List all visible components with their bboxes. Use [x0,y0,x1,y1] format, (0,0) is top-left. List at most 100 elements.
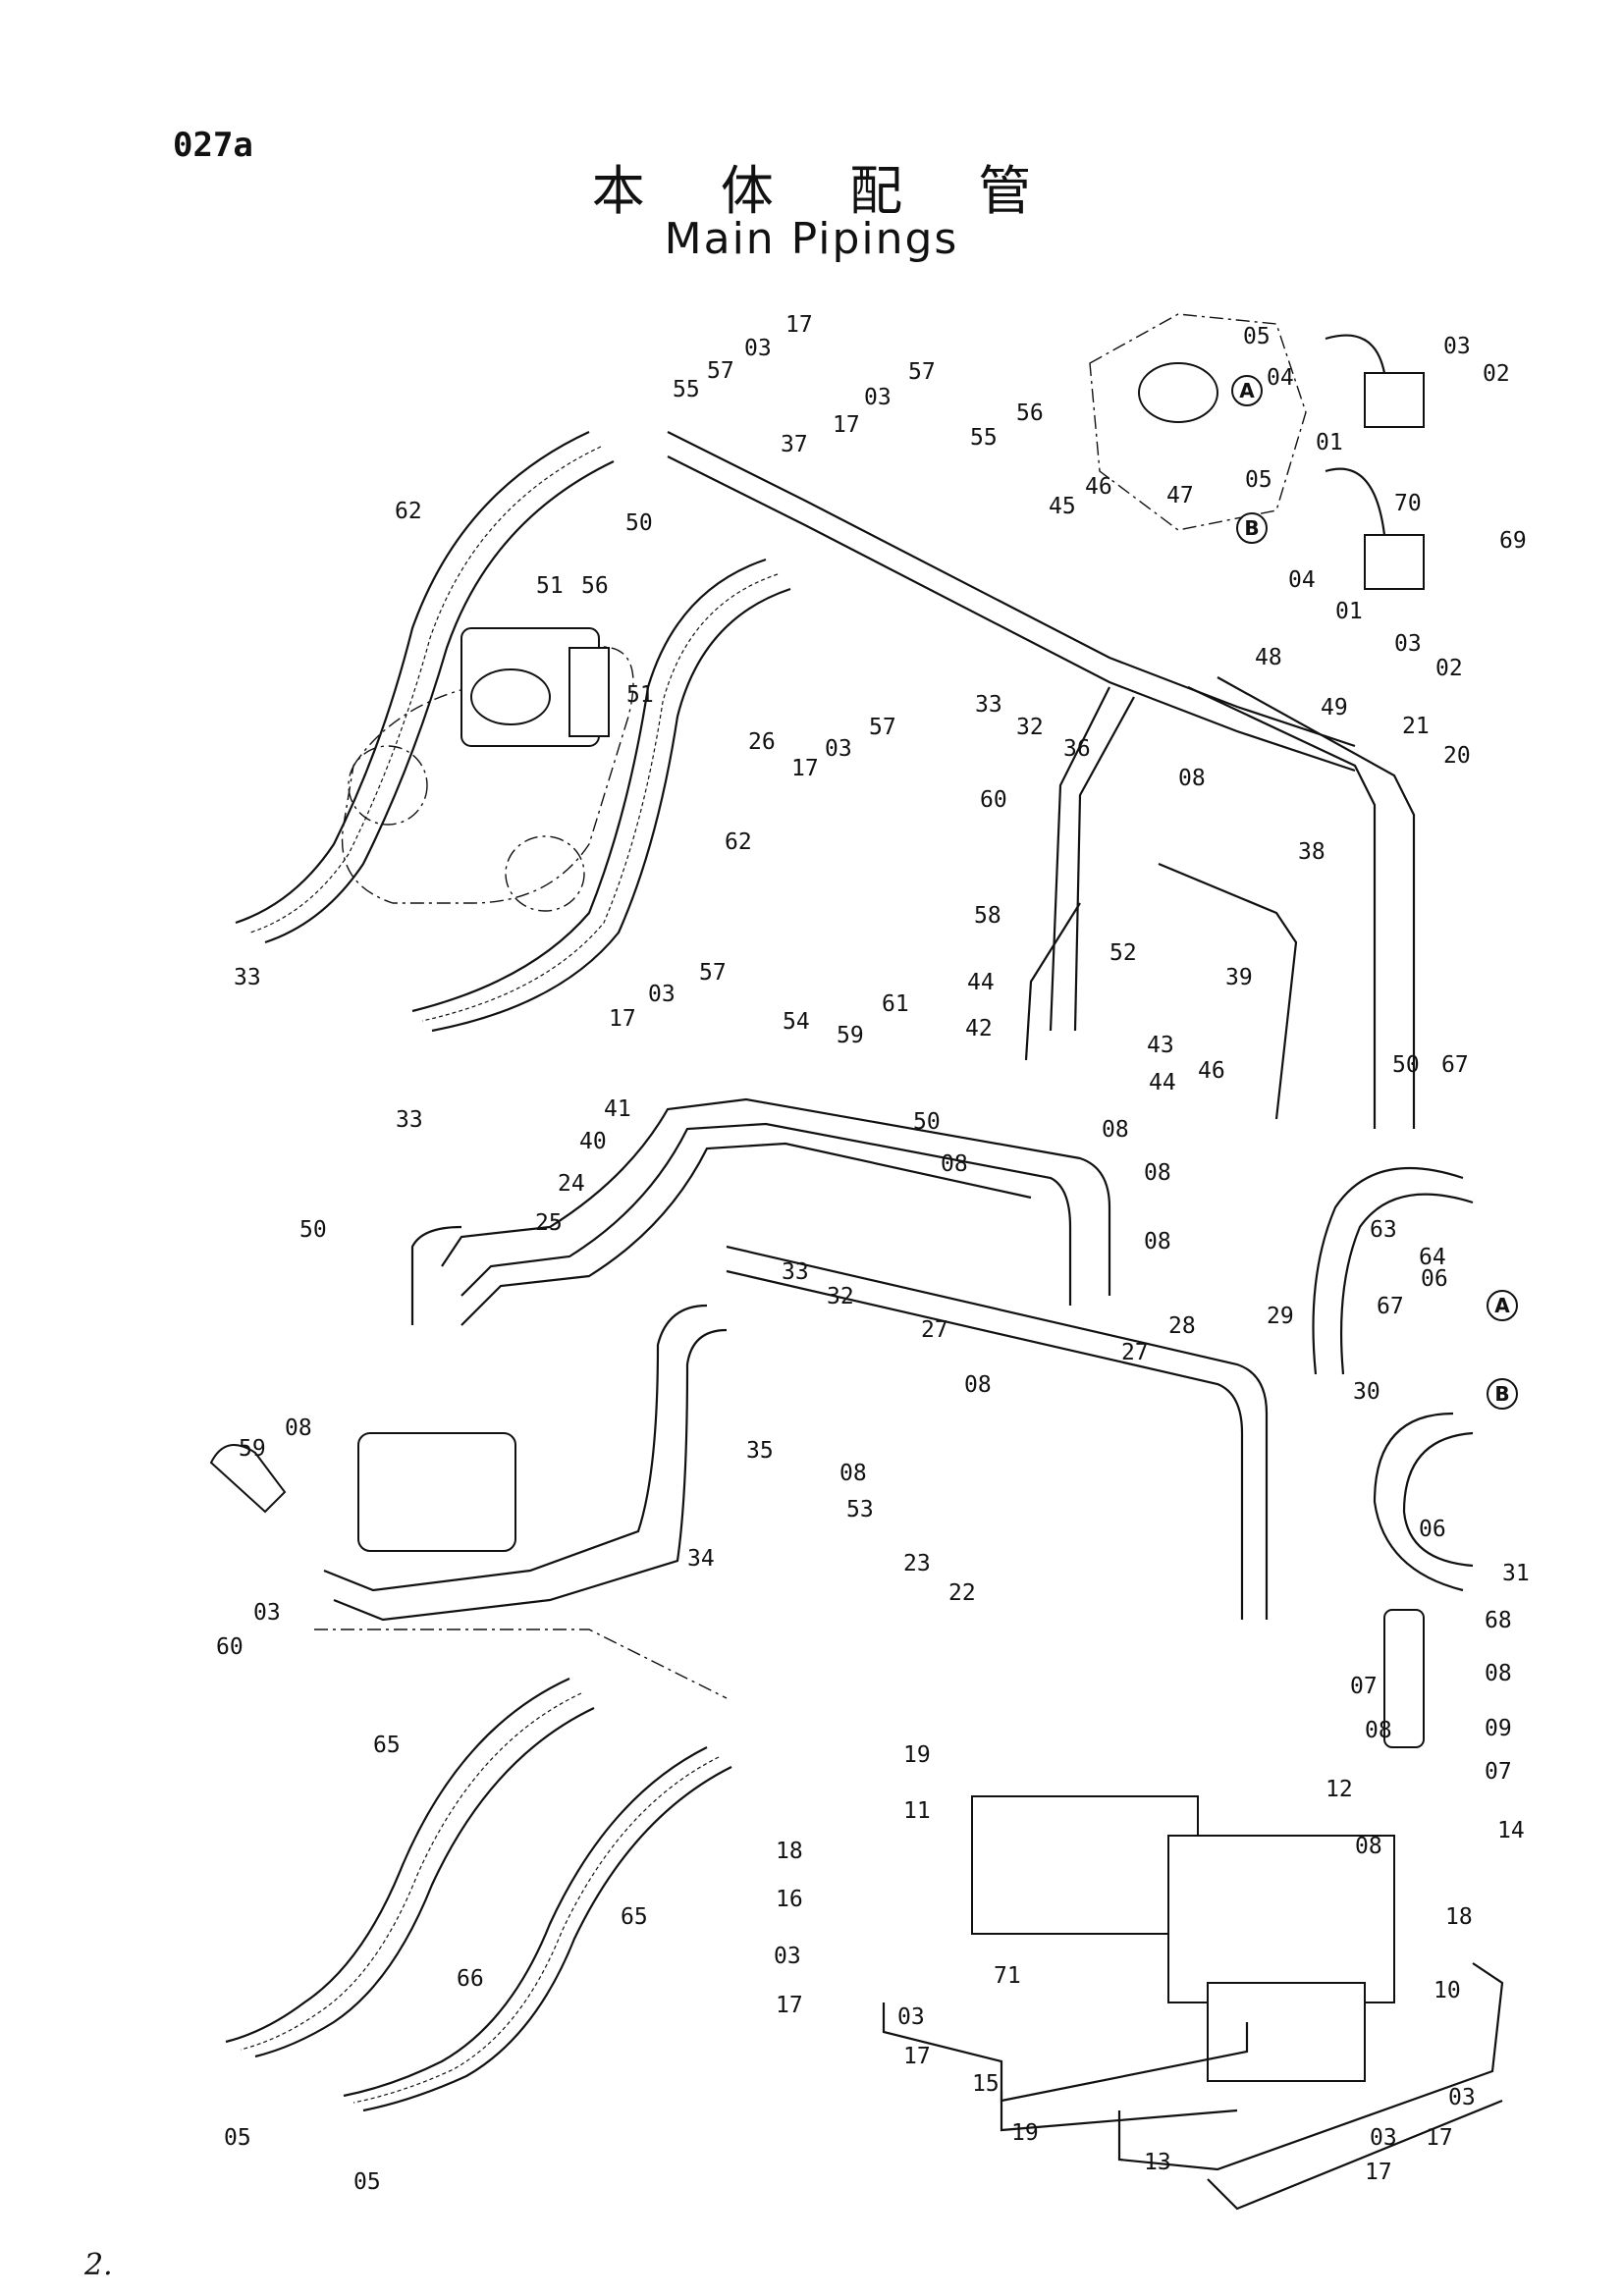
callout: 08 [964,1372,992,1398]
callout: 08 [285,1415,312,1441]
callout: 03 [1370,2125,1397,2151]
callout: 51 [536,573,564,599]
callout: 33 [396,1107,423,1133]
callout: 44 [967,970,995,995]
callout: 51 [626,682,654,708]
callout: 45 [1049,494,1076,519]
callout: 17 [776,1993,803,2018]
callout: 38 [1298,839,1325,865]
callout: 08 [1144,1229,1171,1255]
pump-assembly [1089,313,1425,590]
callout: 03 [864,385,892,410]
callout: 57 [908,359,936,385]
callout: 01 [1316,430,1343,455]
callout: 16 [776,1887,803,1912]
page-code: 027a [173,126,253,165]
callout: 04 [1288,567,1316,593]
port-marker-b-upper: B [1236,512,1268,544]
callout: 08 [1485,1661,1512,1686]
callout: 55 [970,425,998,451]
port-marker-a-lower: A [1487,1290,1518,1321]
center-joint [341,627,634,912]
callout: 71 [994,1963,1021,1989]
callout: 17 [903,2044,931,2069]
callout: 34 [687,1546,715,1572]
callout: 19 [903,1742,931,1768]
callout: 35 [746,1438,774,1464]
callout: 05 [353,2169,381,2195]
callout: 40 [579,1129,607,1154]
callout: 08 [941,1151,968,1177]
callout: 69 [1499,528,1527,554]
callout: 08 [1365,1718,1392,1743]
callout: 37 [781,432,808,457]
callout: 39 [1225,965,1253,990]
callout: 32 [827,1284,854,1309]
callout: 65 [621,1904,648,1930]
middle-pipes [410,1097,1269,1620]
callout: 19 [1011,2120,1039,2146]
callout: 42 [965,1016,993,1041]
callout: 30 [1353,1379,1380,1405]
port-marker-b-lower: B [1487,1378,1518,1410]
callout: 22 [948,1580,976,1606]
callout: 05 [224,2125,251,2151]
callout: 36 [1063,736,1091,762]
callout: 25 [535,1210,563,1236]
callout: 03 [825,736,852,762]
callout: 46 [1085,474,1112,500]
callout: 58 [974,903,1001,929]
callout: 17 [791,756,819,781]
callout: 50 [913,1109,941,1135]
callout: 02 [1483,361,1510,387]
callout: 15 [972,2071,1000,2097]
callout: 20 [1443,743,1471,769]
callout: 03 [774,1944,801,1969]
callout: 03 [1443,334,1471,359]
svg-text:A: A [1239,379,1255,402]
callout: 67 [1441,1052,1469,1078]
callout: 57 [707,358,734,384]
callout: 11 [903,1798,931,1824]
right-hoses [1312,1166,1474,1748]
callouts: 17 03 57 55 37 17 03 57 62 50 56 51 51 6… [216,312,1530,2195]
callout: 53 [846,1497,874,1522]
callout: 44 [1149,1070,1176,1095]
title-japanese: 本 体 配 管 [591,160,1061,222]
callout: 68 [1485,1608,1512,1633]
callout: 17 [1426,2125,1453,2151]
callout: 64 [1419,1245,1446,1270]
callout: 28 [1168,1313,1196,1339]
callout: 41 [604,1096,631,1122]
callout: 07 [1350,1674,1378,1699]
callout: 48 [1255,645,1282,670]
callout: 27 [921,1317,948,1343]
callout: 03 [897,2004,925,2030]
callout: 59 [239,1436,266,1462]
callout: 12 [1325,1777,1353,1802]
loose-hoses-65-66 [225,1629,732,2112]
callout: 03 [1448,2085,1476,2110]
callout: 60 [980,787,1007,813]
callout: 31 [1502,1561,1530,1586]
callout: 52 [1109,940,1137,966]
callout: 59 [837,1023,864,1048]
callout: 03 [648,982,676,1007]
callout: 02 [1435,656,1463,681]
callout: 05 [1243,324,1271,349]
hose-bundle-62 [235,431,791,1033]
callout: 33 [975,692,1002,718]
callout: 50 [1392,1052,1420,1078]
callout: 57 [869,715,896,740]
callout: 21 [1402,714,1430,739]
callout: 26 [748,729,776,755]
upper-pipes [667,431,1416,1129]
callout: 29 [1267,1304,1294,1329]
callout: 56 [581,573,609,599]
callout: 18 [1445,1904,1473,1930]
lower-left-pipes [209,1304,728,1622]
callout: 57 [699,960,727,986]
callout: 65 [373,1733,401,1758]
callout: 47 [1166,483,1194,508]
